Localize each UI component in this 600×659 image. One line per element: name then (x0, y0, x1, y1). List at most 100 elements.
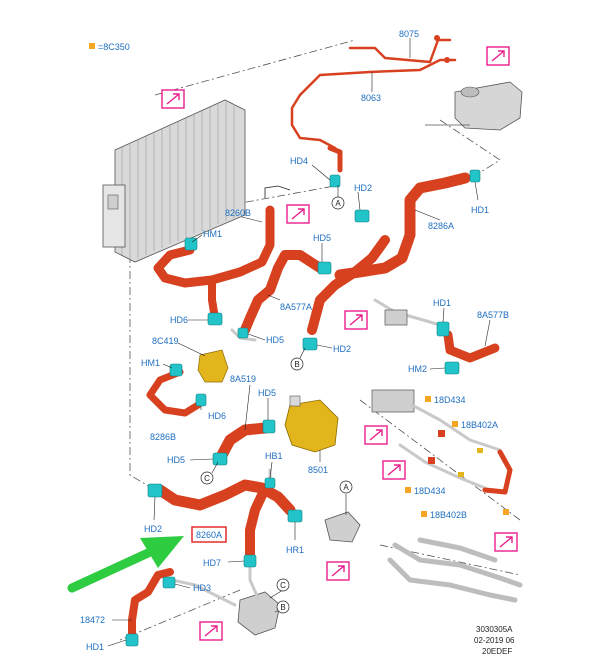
boundary-line-top (154, 39, 356, 96)
clamp-hd6-b (195, 393, 207, 407)
radiator-core (114, 99, 246, 263)
hose-18B402B (482, 487, 508, 495)
clamp-hd3 (162, 576, 176, 589)
leader-hd1-bottom (107, 639, 127, 647)
heater-tube-2 (387, 557, 518, 603)
clamp-hd5-d (212, 452, 228, 466)
leader-hd1-top (474, 181, 479, 201)
clamp-hd7 (243, 554, 257, 568)
water-pump-8501 (284, 395, 339, 453)
leader-circle-c-mid (211, 461, 219, 474)
tube-8A577B-metal (373, 298, 442, 327)
valve-housing (384, 309, 408, 326)
circle-marker-c-mid (200, 471, 214, 485)
radiator-fins (121, 102, 235, 259)
tube-fitting-mid (444, 57, 450, 63)
view-marker-3 (286, 204, 310, 224)
green-pointer-arrow (67, 536, 184, 593)
leader-hd5-b (247, 333, 266, 341)
hose-8260B-drop (208, 276, 219, 322)
circle-marker-c-mid-label: C (204, 474, 210, 483)
tube-18B402B (398, 443, 487, 490)
label-hd3: HD3 (193, 583, 211, 593)
tube-hd4-connector (327, 145, 343, 173)
view-marker-2 (486, 46, 510, 66)
sensor-18D434-a (438, 430, 445, 437)
hose-8A577A-group (240, 250, 325, 335)
label-hd1-right: HD1 (433, 298, 451, 308)
hose-8286A-group (307, 172, 471, 335)
leader-hd7 (227, 560, 245, 563)
footer-line2: 02-2019 06 (474, 636, 515, 645)
label-18472: 18472 (80, 615, 105, 625)
leader-hm1-top (191, 234, 203, 243)
label-hd1-top: HD1 (471, 205, 489, 215)
circle-marker-b-mid (290, 357, 304, 371)
hose-8260A-drop (245, 490, 267, 560)
circle-marker-a-top (331, 196, 345, 210)
hose-8286B-group (146, 368, 202, 417)
view-marker-1 (161, 89, 185, 109)
heater-tubes (387, 537, 523, 603)
clamp-hr1 (287, 509, 303, 523)
label-8A577B: 8A577B (477, 310, 509, 320)
label-hd6-a: HD6 (170, 315, 188, 325)
leader-lines (107, 38, 491, 647)
leader-hd2-low (153, 496, 156, 521)
radiator (102, 99, 246, 263)
orange-mark-18B402B (421, 511, 427, 517)
label-8260A: 8260A (196, 530, 222, 540)
leader-hd5-d (189, 458, 214, 461)
part-labels: 8075 8063 HD4 HD2 HD1 8286A 8260B HM1 HD… (80, 29, 509, 652)
orange-mark-18D434-a (425, 396, 431, 402)
view-marker-4 (344, 310, 368, 330)
label-hd5-b: HD5 (266, 335, 284, 345)
hose-18B402A (497, 449, 513, 495)
clamps (125, 169, 481, 647)
radiator-side-tank (102, 184, 126, 248)
leader-8C419 (177, 342, 206, 357)
label-hb1: HB1 (265, 451, 283, 461)
clamp-hm2 (444, 361, 460, 375)
circle-marker-c-bottom-label: C (280, 581, 286, 590)
label-hd5-d: HD5 (167, 455, 185, 465)
circle-marker-a-right (339, 480, 353, 494)
hose-8286A-lower (307, 235, 390, 335)
small-tube-hd3 (170, 578, 237, 607)
view-markers (161, 46, 518, 641)
orange-mark-18D434-b (405, 487, 411, 493)
leader-8A519 (244, 384, 251, 431)
leader-hm1-left (162, 363, 173, 369)
leader-hd4 (311, 164, 331, 181)
radiator-tank-cap (107, 194, 119, 210)
hose-8286B (146, 368, 202, 417)
connector-18B402A (477, 448, 483, 453)
circle-marker-b-mid-label: B (294, 360, 299, 369)
label-hr1: HR1 (286, 545, 304, 555)
footer-line1: 3030305A (476, 625, 513, 634)
circle-marker-a-top-label: A (335, 199, 341, 208)
leader-circle-b-mid (299, 347, 306, 359)
clamp-hd6-a (207, 312, 223, 326)
legend: =8C350 (89, 42, 130, 52)
leader-hd2-mid (316, 344, 333, 349)
leader-hm2 (429, 367, 446, 370)
hose-8A577B (443, 330, 500, 363)
hose-8260A-group (154, 479, 296, 560)
connector-18B402B (458, 472, 464, 477)
view-marker-5 (364, 425, 388, 445)
clamp-hd1-bottom (125, 633, 139, 647)
label-hd4: HD4 (290, 156, 308, 166)
label-8501: 8501 (308, 465, 328, 475)
boundary-line-left (129, 255, 156, 491)
thermostat-housing (237, 511, 361, 636)
legend-swatch (89, 43, 95, 49)
clamp-hd5-b (237, 327, 249, 339)
label-18D434-a: 18D434 (434, 395, 466, 405)
leader-hd1-right (442, 307, 445, 323)
view-marker-6 (382, 460, 406, 480)
clamp-hd2-low (147, 483, 163, 498)
leader-8A577A (267, 294, 281, 301)
hose-8A577A (240, 250, 325, 335)
